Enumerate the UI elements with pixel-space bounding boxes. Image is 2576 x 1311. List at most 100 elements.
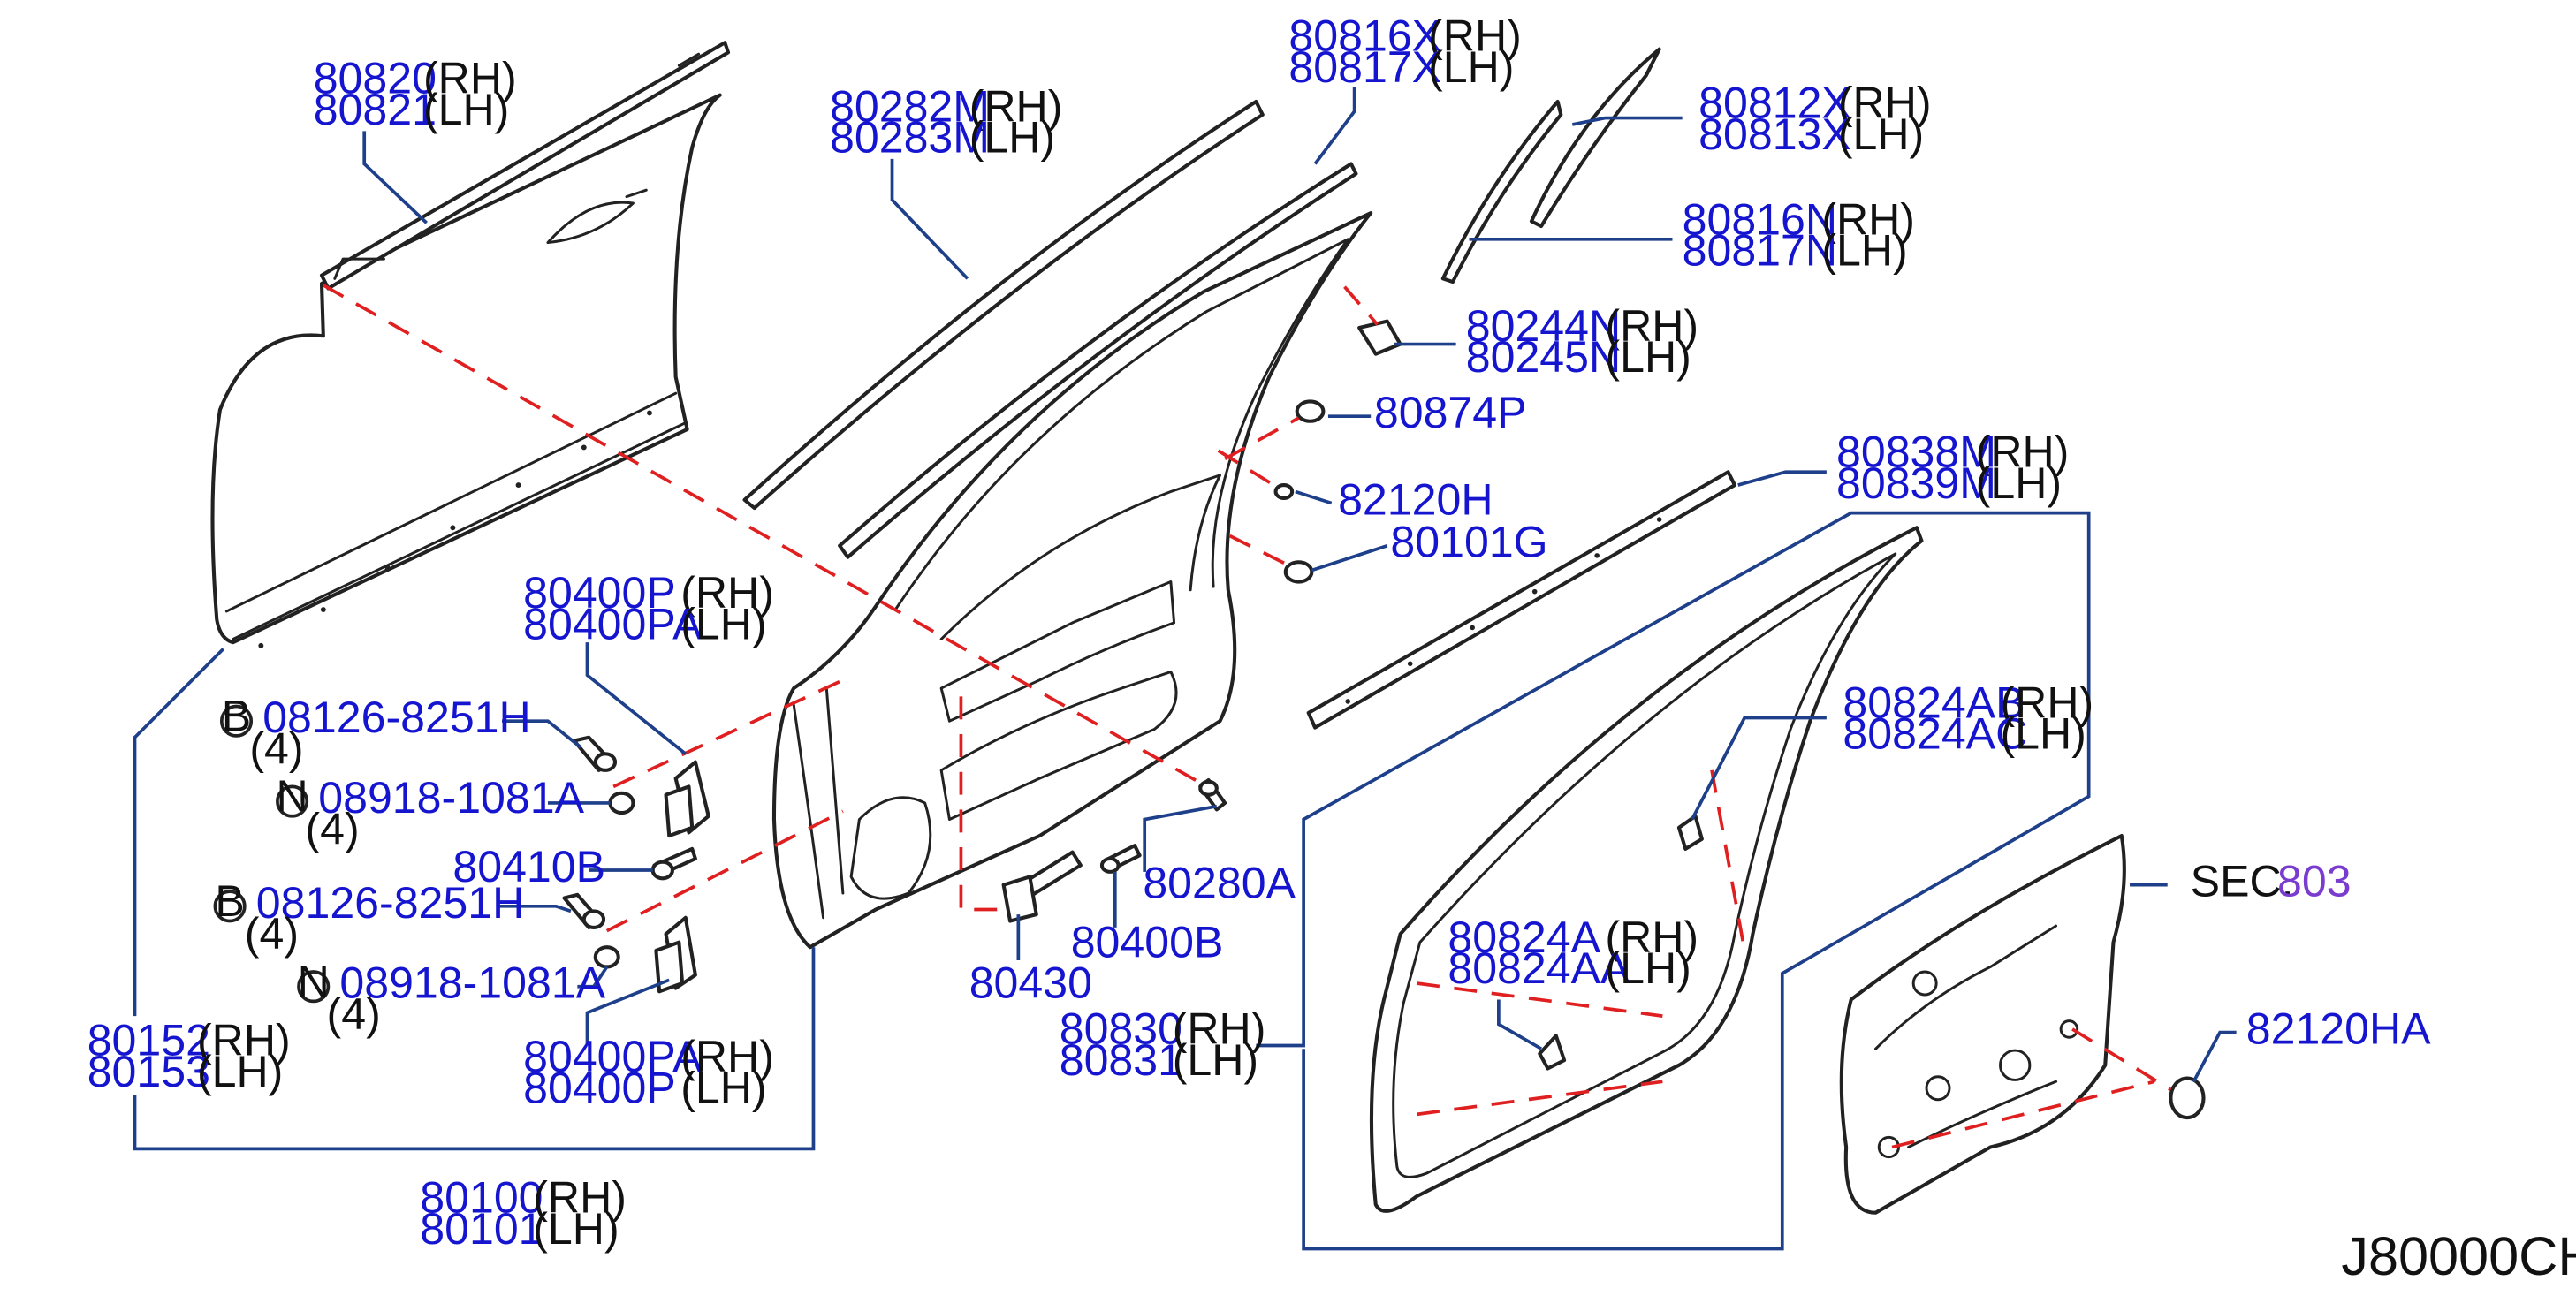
part-number: 08918-1081A	[339, 959, 605, 1008]
label-82120ha: 82120HA	[2246, 1004, 2431, 1054]
part-number: 80400PA	[523, 1032, 703, 1081]
fastener-prefix: B	[215, 876, 244, 926]
leader-lines	[133, 87, 2237, 1251]
bolt-80400b	[1099, 844, 1142, 874]
side-label: (RH)	[1838, 79, 1932, 128]
callout-80824ab: 80824AB (RH) 80824AC (LH)	[1843, 678, 2093, 758]
callout-80812x: 80812X (RH) 80813X (LH)	[1698, 79, 1931, 159]
part-number: 80153	[87, 1047, 210, 1096]
part-number: 80816N	[1683, 194, 1837, 244]
label-80101g: 80101G	[1390, 518, 1547, 567]
side-label: (LH)	[533, 1204, 619, 1254]
callout-80244n: 80244N (RH) 80245N (LH)	[1466, 301, 1698, 382]
part-number: 80101	[420, 1204, 543, 1254]
part-number: 08918-1081A	[318, 773, 584, 822]
part-number: 80245N	[1466, 332, 1621, 382]
side-label: (RH)	[197, 1016, 291, 1065]
part-number: 80282M	[830, 81, 990, 131]
side-label: (LH)	[423, 85, 509, 134]
side-label: (RH)	[680, 568, 774, 618]
part-number: 80816X	[1288, 11, 1441, 61]
label-82120h: 82120H	[1338, 474, 1493, 524]
side-label: (LH)	[969, 113, 1055, 163]
door-frame	[771, 211, 1373, 950]
callout-80816n: 80816N (RH) 80817N (LH)	[1683, 194, 1915, 275]
seal-strip-80838m	[1306, 470, 1737, 730]
part-number: 80812X	[1698, 79, 1851, 128]
part-number: 80100	[420, 1173, 543, 1223]
clip-80244n	[1357, 319, 1402, 356]
part-number: 80817N	[1683, 226, 1837, 276]
part-number: 80400P	[523, 568, 676, 618]
label-80280a: 80280A	[1143, 859, 1296, 908]
label-80430: 80430	[969, 959, 1092, 1008]
part-number: 80400PA	[523, 599, 703, 648]
side-label: (RH)	[1428, 11, 1522, 61]
side-label: (RH)	[1605, 913, 1698, 962]
part-number: 80820	[314, 54, 437, 103]
side-label: (RH)	[423, 54, 517, 103]
label-80400b: 80400B	[1071, 917, 1224, 966]
bolt-upper-b	[572, 735, 618, 772]
nut-upper-n	[608, 791, 635, 815]
part-number: 80839M	[1836, 458, 1996, 508]
part-number: 80244N	[1466, 301, 1621, 351]
callout-80816x: 80816X (RH) 80817X (LH)	[1288, 11, 1521, 92]
part-number: 80824AA	[1448, 943, 1630, 993]
callout-80400p: 80400P (RH) 80400PA (LH)	[523, 568, 774, 648]
callout-80400pa: 80400PA (RH) 80400P (LH)	[523, 1032, 774, 1112]
callout-80820: 80820 (RH) 80821 (LH)	[314, 54, 517, 134]
side-label: (LH)	[1976, 458, 2062, 508]
callout-80830: 80830 (RH) 80831 (LH)	[1060, 1004, 1266, 1085]
outer-weatherstrip	[319, 41, 731, 291]
side-label: (LH)	[2000, 709, 2086, 759]
quantity: (4)	[245, 909, 299, 959]
part-number: 80824A	[1448, 913, 1600, 962]
side-label: (LH)	[197, 1047, 283, 1096]
side-label: (LH)	[1605, 943, 1691, 993]
side-label: (LH)	[1821, 226, 1907, 276]
label-80874p: 80874P	[1374, 388, 1527, 437]
part-number: 80821	[314, 85, 437, 134]
side-label: (RH)	[680, 1032, 774, 1081]
clip-80824ab	[1676, 814, 1704, 851]
part-number: 80152	[87, 1016, 210, 1065]
side-label: (RH)	[969, 81, 1063, 131]
part-number: 80400P	[523, 1063, 676, 1112]
lower-hinge	[654, 915, 697, 994]
screw-80280a	[1198, 777, 1227, 812]
side-label: (LH)	[1173, 1035, 1258, 1085]
part-number: 08126-8251H	[256, 878, 525, 928]
part-number: 08126-8251H	[262, 693, 531, 742]
side-label: (RH)	[2000, 678, 2093, 727]
side-label: (LH)	[1428, 42, 1514, 92]
section-reference: SEC. 803	[2191, 857, 2352, 906]
clip-80101g	[1283, 560, 1314, 584]
part-number: 80824AB	[1843, 678, 2025, 727]
quantity: (4)	[249, 724, 303, 773]
label-80410b: 80410B	[452, 842, 605, 891]
fastener-prefix: N	[277, 771, 308, 821]
side-label: (RH)	[1605, 301, 1698, 351]
clip-80824a	[1538, 1034, 1567, 1071]
section-number: 803	[2277, 857, 2352, 906]
side-label: (RH)	[533, 1173, 627, 1223]
quarter-window-glass	[1440, 47, 1661, 284]
fastener-prefix: B	[222, 691, 251, 740]
side-label: (RH)	[1821, 194, 1915, 244]
part-number: 80831	[1060, 1035, 1182, 1085]
door-check-80430	[1001, 850, 1083, 923]
callout-80838m: 80838M (RH) 80839M (LH)	[1836, 428, 2069, 508]
side-label: (LH)	[680, 1063, 766, 1112]
callout-80100: 80100 (RH) 80101 (LH)	[420, 1173, 627, 1254]
part-number: 80838M	[1836, 428, 1996, 477]
callout-80282m: 80282M (RH) 80283M (LH)	[830, 81, 1062, 162]
door-weatherstrip	[1369, 526, 1924, 1213]
alignment-dashed-lines	[322, 284, 2172, 1149]
plug-82120h	[1273, 483, 1295, 500]
side-label: (RH)	[1173, 1004, 1266, 1054]
side-label: (LH)	[1605, 332, 1691, 382]
outer-door-skin	[210, 93, 722, 648]
fastener-n-upper: N 08918-1081A (4)	[276, 771, 585, 853]
side-label: (LH)	[680, 599, 766, 648]
